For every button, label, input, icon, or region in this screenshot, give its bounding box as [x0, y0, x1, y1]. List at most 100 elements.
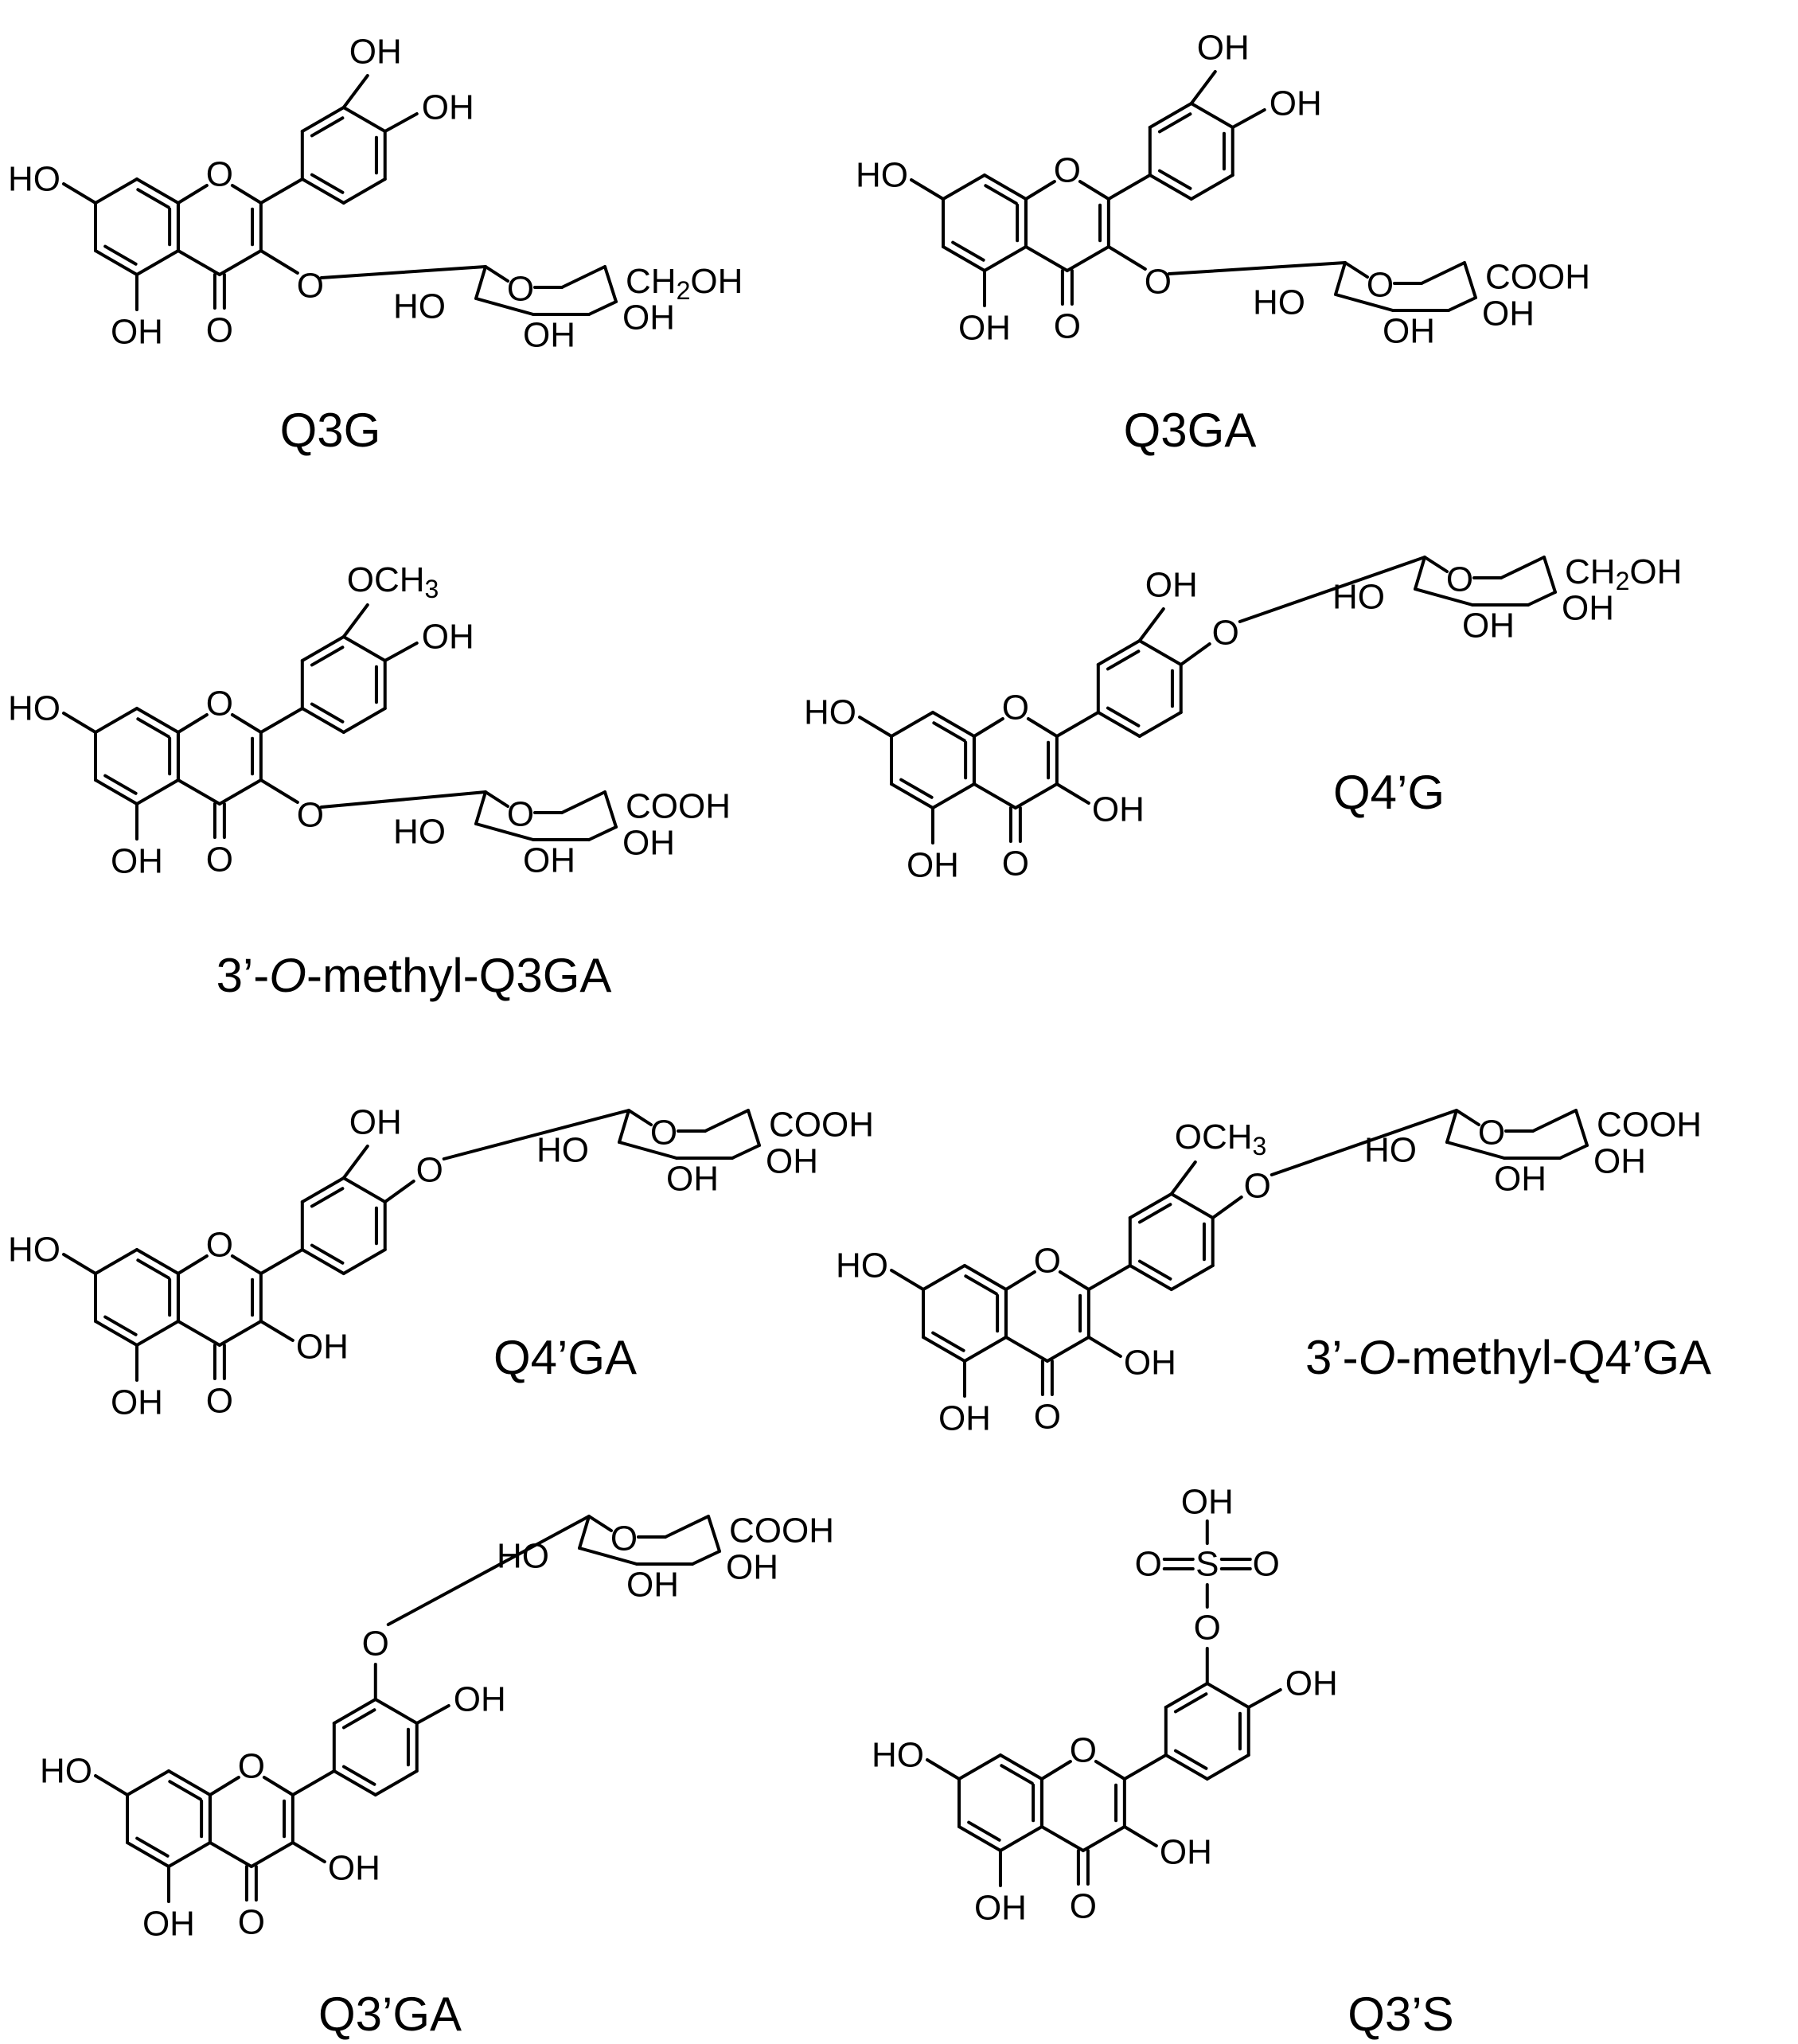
bond — [984, 184, 1018, 205]
bond — [259, 1248, 304, 1275]
sugar-hydroxyl: HO — [1364, 1131, 1417, 1170]
bond — [958, 1825, 1002, 1852]
bond — [962, 1336, 1008, 1363]
bond — [704, 1109, 750, 1133]
bond — [1096, 639, 1141, 666]
sugar-hydroxyl: HO — [1332, 578, 1385, 617]
bond — [341, 1765, 376, 1786]
carbonyl-oxygen: O — [1054, 307, 1081, 346]
bond — [310, 1243, 345, 1265]
glycoside-oxygen: O — [297, 267, 324, 306]
hydroxyl-5: OH — [907, 846, 959, 885]
ring-oxygen: O — [1002, 688, 1029, 727]
bond — [62, 712, 97, 734]
bond — [62, 1253, 97, 1275]
bond — [1055, 782, 1090, 805]
bond — [341, 106, 387, 133]
bond — [926, 1758, 961, 1781]
hydroxyl-5: OH — [142, 1905, 195, 1944]
bond — [560, 265, 606, 289]
sugar-hydroxyl: HO — [393, 813, 446, 852]
hydroxyl-5: OH — [111, 842, 163, 881]
hydroxyl-4prime: OH — [454, 1680, 506, 1719]
bond — [259, 1320, 294, 1342]
hydroxyl-7: HO — [8, 1231, 60, 1270]
bond — [176, 1254, 209, 1275]
bond — [176, 713, 209, 734]
bond — [1137, 639, 1183, 666]
bond — [341, 635, 387, 662]
bond — [1157, 112, 1192, 134]
bond — [1164, 1753, 1209, 1781]
carbonyl-oxygen: O — [1002, 845, 1029, 884]
sugar-hydroxyl: OH — [523, 841, 575, 880]
glycoside-oxygen: O — [1212, 614, 1239, 653]
bond — [910, 178, 945, 201]
sugar-ring-oxygen: O — [1478, 1114, 1505, 1153]
bond — [310, 173, 345, 194]
bond — [967, 1820, 1001, 1842]
bond — [1055, 711, 1100, 738]
bond — [899, 778, 934, 799]
bond — [484, 265, 509, 283]
bond — [1004, 1270, 1036, 1291]
hydroxyl-7: HO — [8, 689, 60, 728]
bond — [578, 1515, 591, 1550]
bond — [341, 74, 369, 109]
bond — [341, 1145, 369, 1180]
bond — [126, 1769, 170, 1796]
bond — [1447, 296, 1477, 312]
bond — [603, 265, 618, 303]
bond — [94, 249, 138, 276]
sugar-ring-oxygen: O — [507, 795, 534, 834]
sugar-ring-oxygen: O — [1367, 266, 1394, 305]
compound-label-8: Q3’S — [1348, 1987, 1453, 2041]
bond — [262, 1776, 294, 1796]
bond — [618, 1109, 630, 1144]
bond — [383, 112, 419, 133]
hydroxyl-7: HO — [804, 693, 856, 732]
hydroxyl-3: OH — [1092, 790, 1145, 829]
hydroxyl-4prime: OH — [422, 618, 474, 657]
bond — [249, 1841, 294, 1868]
sulfur-atom: S — [1195, 1545, 1219, 1584]
bond — [300, 635, 345, 662]
bond — [942, 174, 986, 201]
bond — [1106, 649, 1141, 671]
bond — [310, 116, 345, 138]
sugar-hydroxyl: OH — [726, 1548, 778, 1587]
bond — [618, 1141, 678, 1160]
bond — [474, 822, 535, 841]
bond — [1106, 706, 1141, 727]
hydroxyl-4prime: OH — [1285, 1664, 1338, 1703]
compound-label-2: Q3GA — [1124, 404, 1257, 457]
bond — [931, 1331, 965, 1352]
glycoside-oxygen: O — [1244, 1167, 1271, 1206]
bond — [474, 265, 487, 300]
sugar-hydroxyl: OH — [1383, 312, 1435, 351]
bond — [135, 1836, 170, 1858]
bond — [587, 300, 618, 316]
bond — [560, 790, 606, 814]
bond — [1179, 642, 1211, 666]
sulfonyl-oxygen: O — [1253, 1545, 1280, 1584]
bond — [319, 790, 487, 809]
bond — [135, 1248, 180, 1275]
bond — [958, 1753, 1002, 1781]
bond — [930, 711, 976, 738]
bond — [1106, 174, 1152, 201]
bond — [1558, 1144, 1589, 1160]
bond — [341, 1176, 387, 1203]
bond — [1086, 1264, 1132, 1291]
bond — [176, 184, 209, 205]
bond — [1096, 711, 1141, 738]
bond — [1500, 556, 1546, 579]
bond — [259, 177, 304, 205]
bond — [1173, 1692, 1208, 1714]
bond — [103, 244, 138, 266]
bond — [1122, 1753, 1168, 1781]
compound-label-7: Q3’GA — [318, 1987, 462, 2041]
bond — [176, 778, 221, 806]
